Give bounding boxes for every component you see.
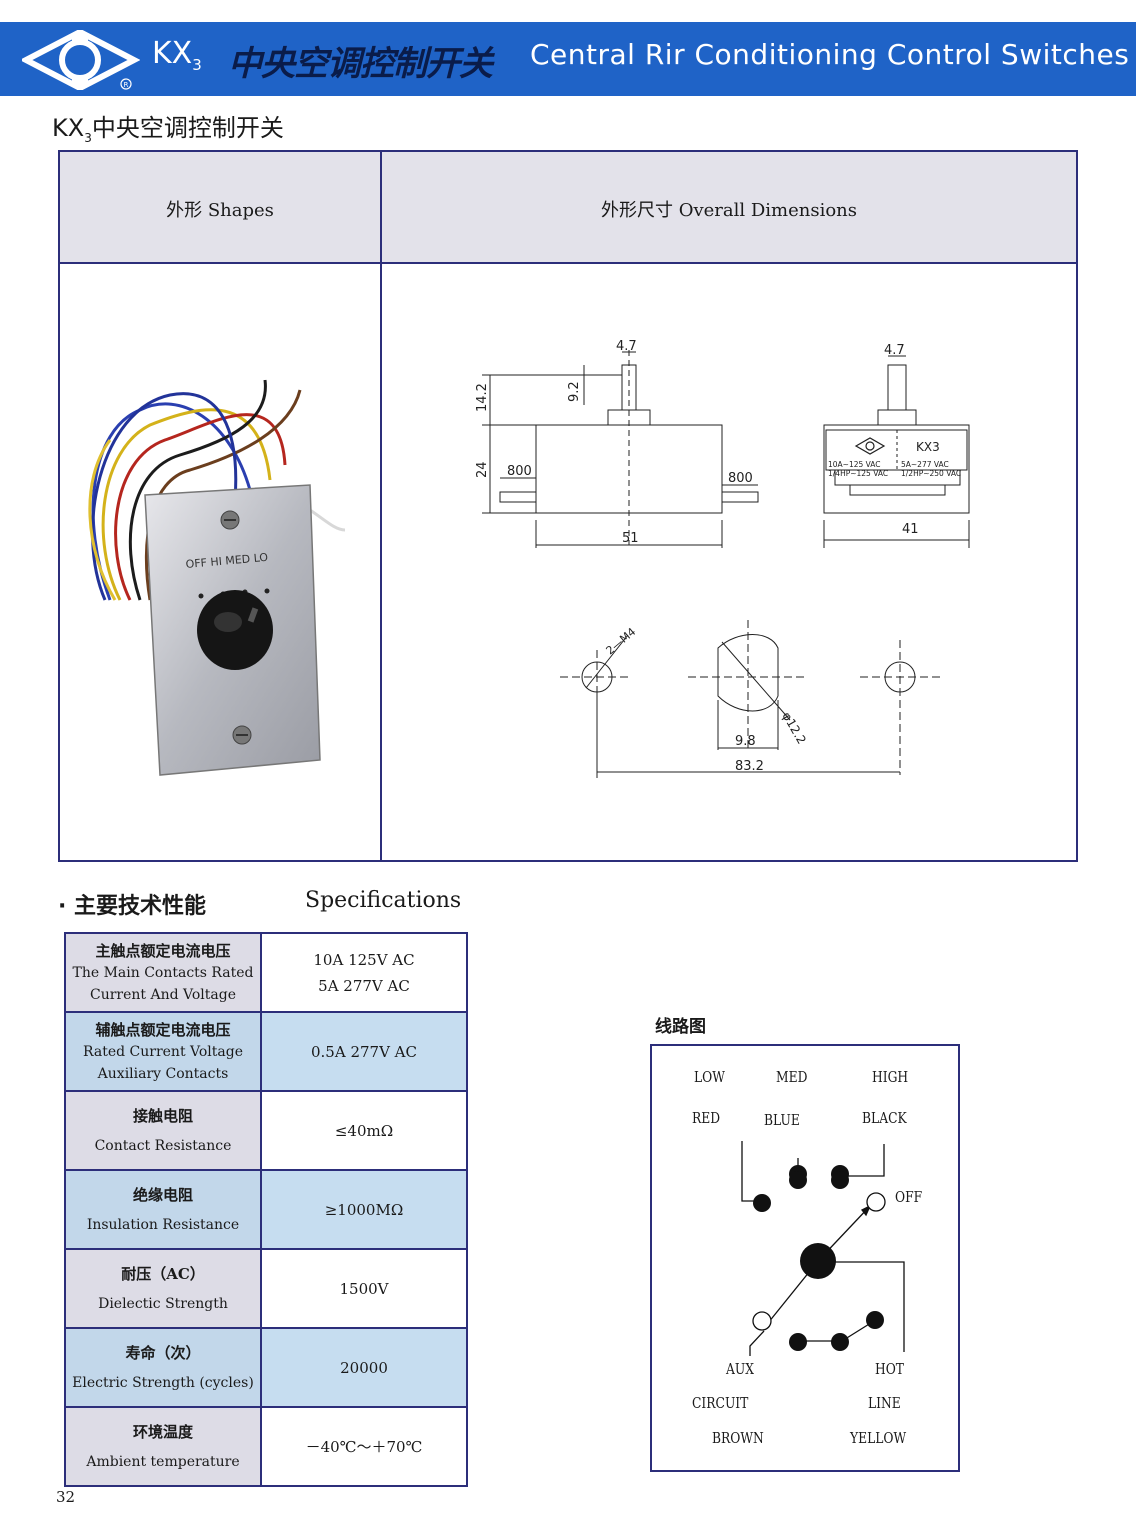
- label-off: OFF: [895, 1188, 923, 1206]
- label-hot: HOT: [875, 1360, 905, 1378]
- dim-hole-spacing: 83.2: [735, 759, 764, 774]
- table-row: 寿命（次）Electric Strength (cycles) 20000: [66, 1327, 466, 1406]
- wiring-title: 线路图: [655, 1017, 706, 1037]
- label-line: LINE: [868, 1394, 901, 1412]
- side-model-label: KX3: [916, 440, 940, 454]
- label-brown: BROWN: [712, 1429, 764, 1447]
- wiring-schematic: [741, 1141, 905, 1356]
- banner-title-en: Central Rir Conditioning Control Switche…: [530, 38, 1130, 71]
- dim-wire-left: 800: [507, 464, 532, 479]
- side-rating-4: 1/2HP~250 VAC: [901, 469, 961, 478]
- dim-side-width: 41: [902, 522, 919, 537]
- header-banner: R KX3 中央空调控制开关 Central Rir Conditioning …: [0, 22, 1136, 96]
- dim-body-width: 51: [622, 531, 639, 546]
- specs-title-cn: · 主要技术性能: [58, 894, 207, 919]
- label-med: MED: [776, 1068, 808, 1086]
- dim-hole-dia: φ12.2: [779, 710, 808, 747]
- label-red: RED: [692, 1109, 721, 1127]
- dimension-table: 外形 Shapes 外形尺寸 Overall Dimensions: [58, 150, 1078, 862]
- dim-wire-right: 800: [728, 471, 753, 486]
- dimension-table-header: [60, 152, 1076, 264]
- label-high: HIGH: [872, 1068, 909, 1086]
- label-black: BLACK: [862, 1109, 907, 1127]
- specs-title-en: Specifications: [305, 888, 462, 913]
- dim-body-height: 24: [475, 461, 490, 478]
- label-blue: BLUE: [764, 1111, 800, 1129]
- dim-flat-width: 9.8: [735, 734, 756, 749]
- label-circuit: CIRCUIT: [692, 1394, 749, 1412]
- product-photo: OFF HI MED LO: [88, 379, 346, 776]
- dimensions-header: 外形尺寸 Overall Dimensions: [600, 200, 858, 221]
- side-rating-1: 10A~125 VAC: [828, 460, 881, 469]
- dim-shaft-width: 4.7: [616, 339, 637, 354]
- dim-shaft-height: 9.2: [567, 381, 582, 402]
- side-rating-3: 5A~277 VAC: [901, 460, 949, 469]
- side-rating-2: 1/4HP~125 VAC: [828, 469, 888, 478]
- dim-side-shaft: 4.7: [884, 343, 905, 358]
- label-aux: AUX: [726, 1360, 755, 1378]
- table-row: 耐压（AC）Dielectic Strength 1500V: [66, 1248, 466, 1327]
- shapes-header: 外形 Shapes: [166, 200, 274, 221]
- brand-logo-icon: R: [22, 30, 140, 90]
- label-yellow: YELLOW: [850, 1429, 907, 1447]
- svg-text:R: R: [124, 81, 129, 89]
- wiring-diagram: LOW MED HIGH RED BLUE BLACK OFF AUX HOT …: [650, 1044, 960, 1472]
- section-title: KX3中央空调控制开关: [52, 114, 284, 145]
- dim-holes: 2—M4: [604, 625, 639, 657]
- banner-model: KX3: [152, 36, 202, 74]
- label-low: LOW: [694, 1068, 725, 1086]
- dimension-drawing: 4.7 9.2 14.2 24 800 800 51 4.7 41 KX3 10…: [475, 339, 970, 778]
- dim-total-top: 14.2: [475, 383, 490, 412]
- page-number: 32: [56, 1488, 76, 1506]
- banner-title-cn: 中央空调控制开关: [228, 44, 493, 84]
